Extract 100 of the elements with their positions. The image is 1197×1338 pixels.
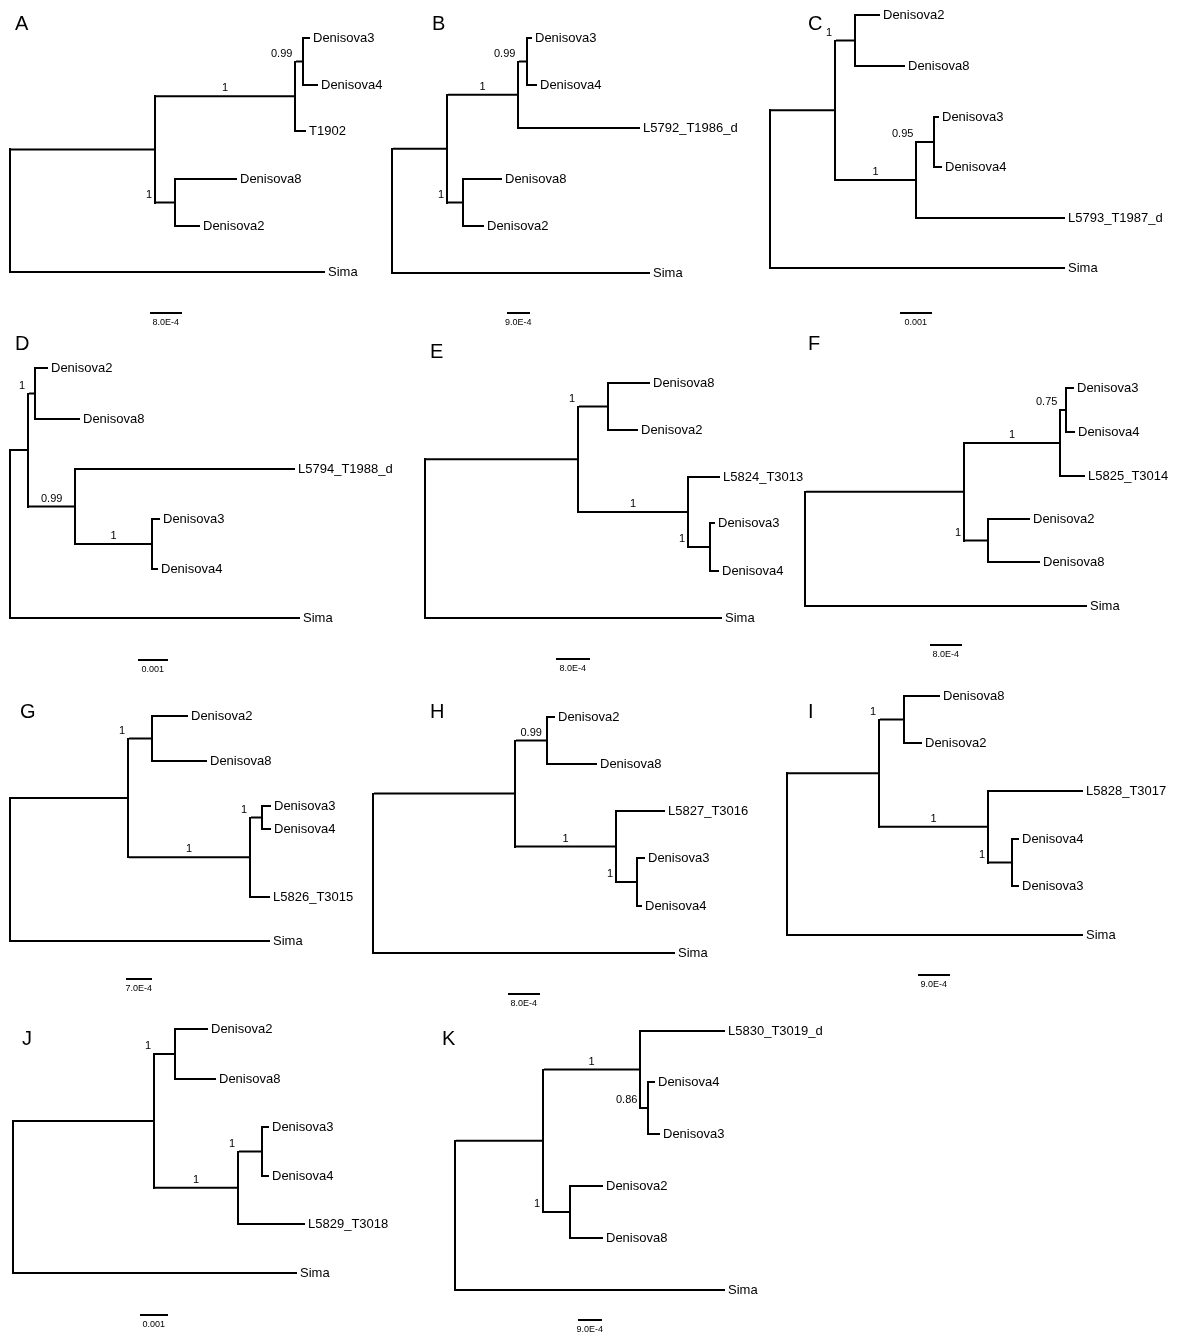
branch-line <box>570 1237 604 1239</box>
taxon-label: Denisova4 <box>537 77 602 93</box>
branch-line <box>1060 409 1066 411</box>
taxon-label: Denisova4 <box>318 77 383 93</box>
taxon-label: Denisova2 <box>200 218 265 234</box>
branch-line <box>1066 387 1075 389</box>
taxon-label: Denisova2 <box>48 360 113 376</box>
branch-line <box>10 617 301 619</box>
branch-line <box>425 617 723 619</box>
branch-line <box>455 1289 726 1291</box>
branch-line <box>28 392 35 395</box>
branch-line <box>13 1272 298 1274</box>
branch-line <box>262 1126 270 1128</box>
taxon-label: T1902 <box>306 123 346 139</box>
support-value: 1 <box>119 723 126 736</box>
support-value: 0.75 <box>1036 395 1058 407</box>
branch-line <box>637 857 646 859</box>
taxon-label: Denisova2 <box>484 218 549 234</box>
branch-line <box>75 468 296 470</box>
taxon-label: Denisova8 <box>80 411 145 427</box>
support-value: 0.95 <box>892 127 914 139</box>
taxon-label: Denisova8 <box>905 58 970 74</box>
taxon-label: Denisova3 <box>532 30 597 46</box>
taxon-label: Denisova8 <box>940 688 1005 704</box>
branch-line <box>152 518 161 520</box>
support-value: 1 <box>229 1136 236 1149</box>
branch-line <box>547 716 556 718</box>
support-value: 1 <box>146 187 153 200</box>
support-value: 1 <box>110 529 117 541</box>
branch-line <box>392 147 447 150</box>
branch-line <box>835 179 916 181</box>
branch-line <box>463 225 485 227</box>
scale-label: 0.001 <box>904 317 928 327</box>
panel-letter: J <box>22 1027 32 1049</box>
support-value: 1 <box>870 704 877 717</box>
branch-line <box>154 1053 175 1055</box>
branch-line <box>710 522 716 524</box>
taxon-label: Denisova2 <box>922 735 987 751</box>
branch-line <box>527 37 533 39</box>
branch-line <box>648 1081 656 1083</box>
branch-line <box>543 1068 640 1071</box>
scale-label: 9.0E-4 <box>505 317 532 327</box>
taxon-label: Denisova3 <box>1019 878 1084 894</box>
branch-line <box>770 267 1066 269</box>
scale-label: 8.0E-4 <box>152 317 180 327</box>
taxon-label: Denisova8 <box>237 171 302 187</box>
branch-line <box>152 715 189 717</box>
branch-line <box>295 130 307 132</box>
branch-line <box>155 95 295 98</box>
support-value: 1 <box>1009 428 1016 440</box>
branch-line <box>570 1185 604 1187</box>
branch-line <box>527 84 538 86</box>
support-value: 1 <box>145 1039 152 1051</box>
taxon-label: L5829_T3018 <box>305 1216 389 1232</box>
taxon-label: Denisova3 <box>271 798 336 814</box>
support-value: 0.99 <box>41 491 63 504</box>
branch-line <box>238 1223 306 1225</box>
branch-line <box>250 816 262 819</box>
branch-line <box>303 37 311 39</box>
support-value: 1 <box>222 81 229 94</box>
branch-line <box>154 1186 238 1189</box>
branch-line <box>128 737 152 740</box>
branch-line <box>10 940 271 942</box>
panel-letter: C <box>808 12 823 34</box>
branch-line <box>10 271 326 273</box>
taxon-label: Denisova3 <box>269 1119 334 1135</box>
branch-line <box>175 225 201 227</box>
branch-line <box>648 1133 661 1135</box>
branch-line <box>835 39 855 42</box>
taxon-label: Denisova3 <box>310 30 375 46</box>
branch-line <box>392 272 651 274</box>
support-value: 1 <box>562 831 569 844</box>
support-value: 1 <box>479 79 486 92</box>
branch-line <box>988 561 1041 563</box>
branch-line <box>787 934 1084 936</box>
scale-label: 8.0E-4 <box>559 663 587 673</box>
panel-letter: G <box>20 700 36 722</box>
branch-line <box>1012 885 1020 887</box>
taxon-label: Denisova4 <box>271 821 336 837</box>
taxon-label: L5828_T3017 <box>1083 783 1167 799</box>
branch-line <box>964 442 1060 444</box>
taxon-label: Sima <box>675 945 708 961</box>
branch-line <box>710 570 720 572</box>
taxon-label: Denisova8 <box>216 1071 281 1087</box>
taxon-label: Denisova3 <box>715 515 780 531</box>
taxon-label: Sima <box>300 610 333 626</box>
branch-line <box>250 896 271 898</box>
branch-line <box>916 217 1066 219</box>
branch-line <box>463 178 503 180</box>
taxon-label: Denisova4 <box>1019 831 1084 847</box>
support-value: 1 <box>930 811 937 824</box>
branch-line <box>787 772 879 775</box>
branch-line <box>303 84 319 86</box>
support-value: 1 <box>679 532 686 544</box>
taxon-label: Denisova4 <box>942 159 1007 175</box>
support-value: 0.86 <box>616 1093 638 1105</box>
taxon-label: Denisova8 <box>603 1230 668 1246</box>
branch-line <box>262 805 272 807</box>
branch-line <box>175 178 238 180</box>
branch-line <box>640 1030 726 1032</box>
